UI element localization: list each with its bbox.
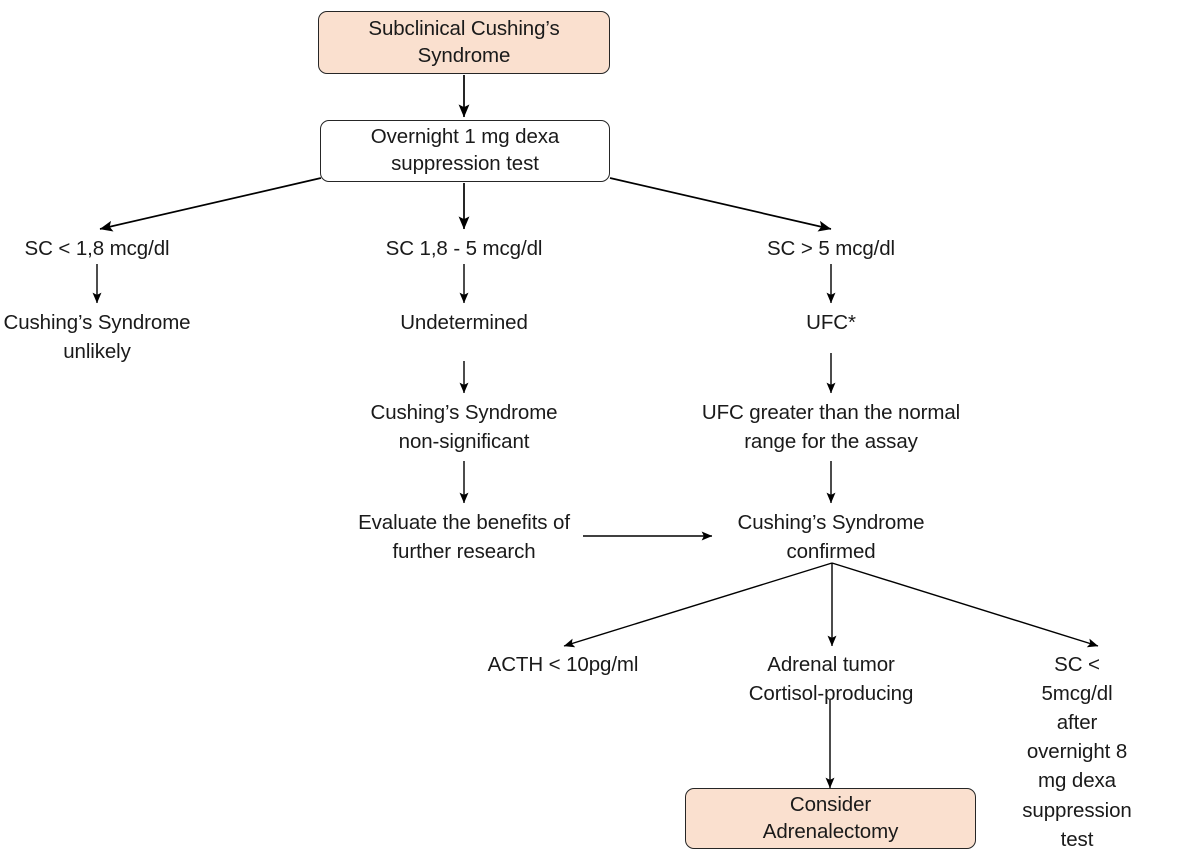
edge-confirmed-to-acth [563, 562, 833, 648]
label-sc-less-than-5-after-8mg-dexa: SC < 5mcg/dl after overnight 8 mg dexa s… [1022, 653, 1132, 851]
label-evaluate-benefits-further-research: Evaluate the benefits of further researc… [358, 511, 570, 564]
label-cushings-unlikely: Cushing’s Syndrome unlikely [3, 311, 191, 364]
label-sc-1-8-to-5: SC 1,8 - 5 mcg/dl [385, 237, 543, 260]
edge-test-to-branch-high [609, 177, 832, 232]
label-sc-greater-than-5: SC > 5 mcg/dl [766, 237, 896, 260]
edge-test-to-branch-low [99, 177, 322, 232]
edge-confirmed-to-dexa8 [831, 562, 1099, 648]
label-sc-less-than-1-8: SC < 1,8 mcg/dl [24, 237, 170, 260]
label-adrenal-tumor-cortisol-producing: Adrenal tumor Cortisol-producing [748, 653, 914, 706]
label-ufc-greater-than-normal-range: UFC greater than the normal range for th… [701, 401, 961, 454]
label-cushings-confirmed: Cushing’s Syndrome confirmed [737, 511, 925, 564]
label-undetermined: Undetermined [400, 311, 528, 334]
label-cushings-non-significant: Cushing’s Syndrome non-significant [370, 401, 558, 454]
label-ufc: UFC* [806, 311, 856, 334]
label-acth-less-than-10: ACTH < 10pg/ml [487, 653, 639, 676]
